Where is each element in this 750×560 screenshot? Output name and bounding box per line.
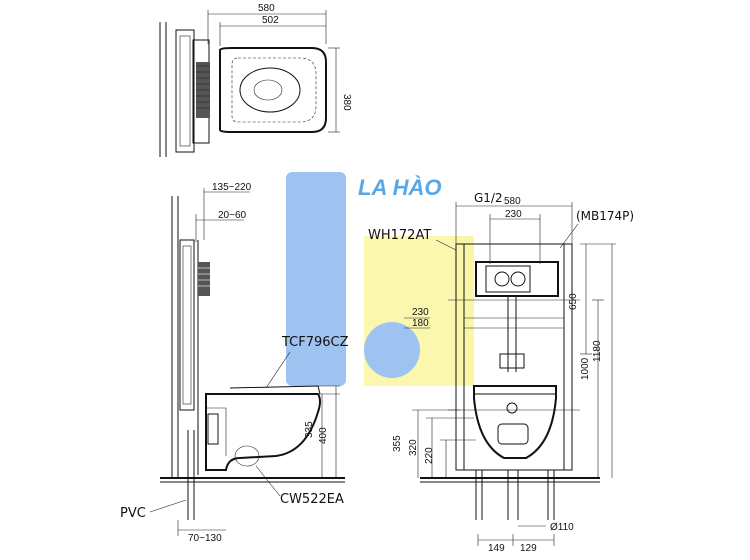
label-cw522ea: CW522EA [280,492,344,507]
top-flush-pipe [196,62,210,118]
side-view: 135~220 20~60 335 400 70~130 TCF796CZ CW… [120,182,349,544]
dim-side-400: 400 [318,427,329,444]
dim-top-502: 502 [262,15,279,26]
dim-front-650: 650 [568,293,579,310]
label-mb174p: (MB174P) [576,209,634,223]
dim-front-180: 180 [412,318,429,329]
label-wh172at: WH172AT [368,228,431,243]
dim-front-580: 580 [504,196,521,207]
dim-front-355: 355 [392,435,403,452]
top-view: 580 502 380 [159,3,352,157]
label-tcf796cz: TCF796CZ [281,335,349,350]
dim-front-230b: 230 [412,307,429,318]
front-view: 580 230 G1/2 (MB174P) WH172AT 230 180 65… [368,191,634,554]
dim-front-129: 129 [520,543,537,554]
dim-front-1000: 1000 [580,357,591,380]
dim-front-220: 220 [424,447,435,464]
dim-side-135-220: 135~220 [212,182,252,193]
dim-top-380: 380 [341,94,352,111]
dim-front-320: 320 [408,439,419,456]
dim-top-580: 580 [258,3,275,14]
side-flush-pipe [198,262,210,296]
dim-front-149: 149 [488,543,505,554]
label-pvc: PVC [120,506,146,521]
dim-front-1180: 1180 [592,340,603,362]
dim-side-335: 335 [304,421,315,438]
dim-front-dia110: Ø110 [550,522,574,533]
dim-side-70-130: 70~130 [188,533,222,544]
watermark-text: LA HÀO [358,175,442,200]
dim-front-230: 230 [505,209,522,220]
label-g12: G1/2 [474,191,503,205]
watermark-logo: LA HÀO [286,172,474,386]
dim-side-20-60: 20~60 [218,210,247,221]
